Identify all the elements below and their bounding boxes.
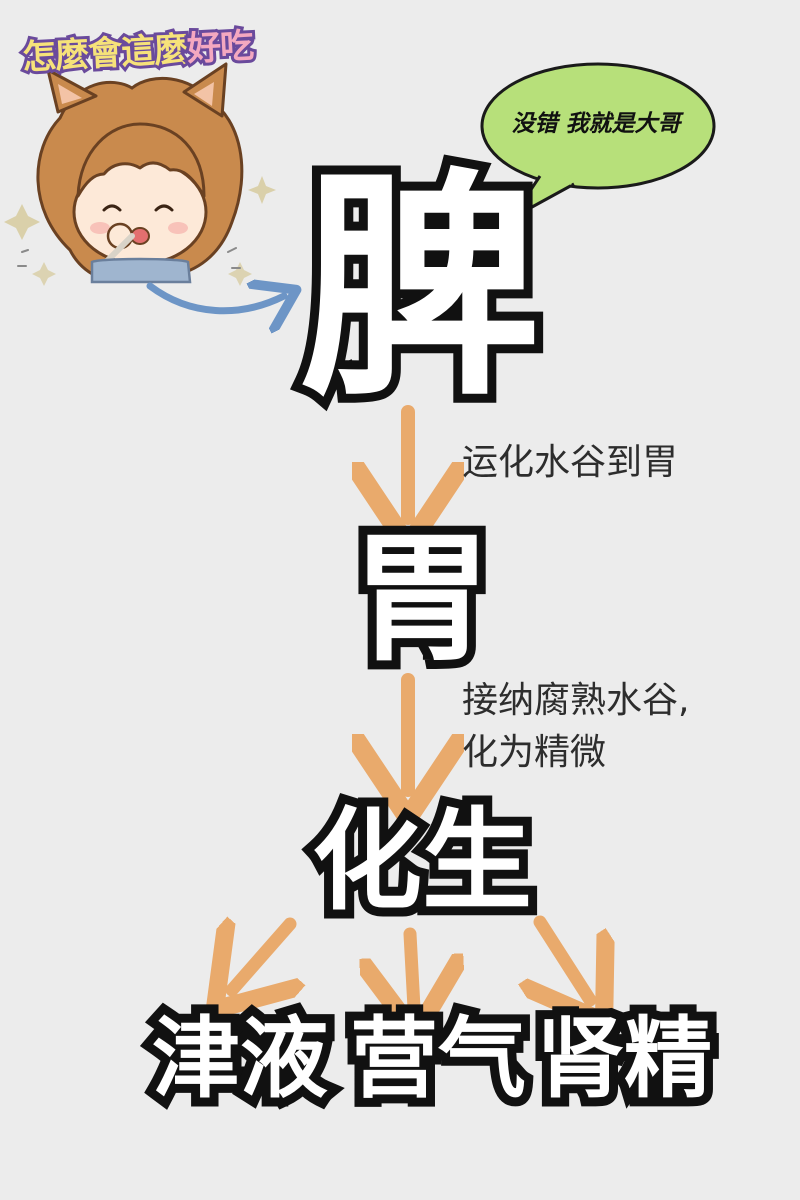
arrow-to-nutrient-qi <box>410 927 414 1008</box>
arrow-to-kidney-essence <box>540 915 590 1000</box>
node-nutrient-qi: 营气 <box>341 1006 535 1112</box>
node-stomach: 胃 <box>343 518 501 681</box>
arrow-to-fluids <box>232 924 290 990</box>
node-transform: 化生 <box>303 797 541 925</box>
pointer-arrow <box>146 286 284 311</box>
node-spleen: 脾 <box>291 148 549 428</box>
cartoon-girl-icon <box>4 62 276 286</box>
speech-bubble-text: 没错 我就是大哥 <box>511 111 681 137</box>
edge-label-spleen-to-stomach: 运化水谷到胃 <box>462 442 679 483</box>
edge-label-stomach-line-2: 化为精微 <box>462 732 607 773</box>
node-body-fluids: 津液 <box>143 1006 337 1112</box>
speech-bubble <box>480 62 716 220</box>
node-kidney-essence: 肾精 <box>527 1006 721 1112</box>
edge-label-stomach-line-1: 接纳腐熟水谷, <box>462 680 690 721</box>
